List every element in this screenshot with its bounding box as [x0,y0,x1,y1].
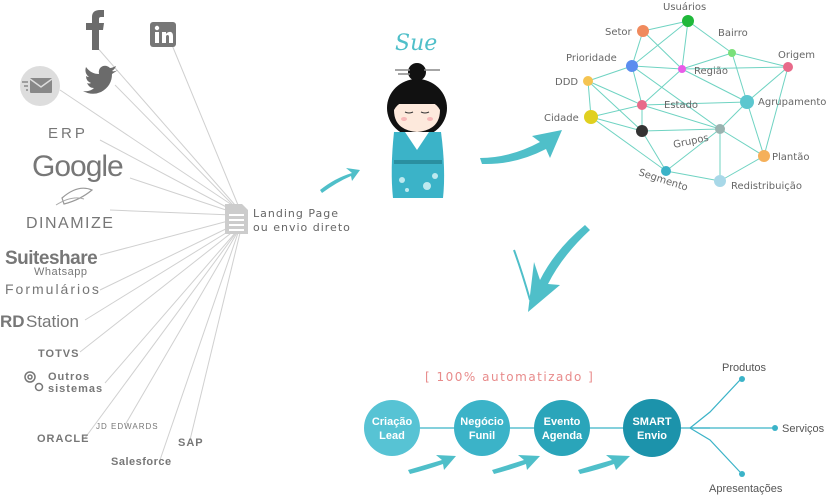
document-icon [225,204,248,234]
label-redistribuicao: Redistribuição [731,181,802,192]
dinamize-logo [55,187,94,206]
label-regiao: Região [694,66,728,77]
flow-arrow-2 [492,455,540,474]
node-setor [637,25,649,37]
step-2-line-1: Negócio [460,416,504,428]
node-origem [783,62,793,72]
sue-name: Sue [395,31,437,56]
step-1-line-2: Lead [379,430,405,442]
source-whatsapp: Whatsapp [34,266,88,278]
label-origem: Origem [778,50,815,61]
arrow-to-sue [320,168,360,193]
output-apresentacoes: Apresentações [709,483,783,495]
network-edges [587,20,789,182]
email-icon [20,66,60,106]
source-oracle: ORACLE [37,433,89,445]
step-1-line-1: Criação [372,416,413,428]
node-regiao [678,65,686,73]
landing-line-2: ou envio direto [253,221,351,234]
source-erp: ERP [48,125,88,142]
output-branches [689,379,773,473]
arrow-down [513,225,590,312]
output-dot-produtos [739,376,745,382]
linkedin-icon [150,22,176,47]
flow-step-negocio-funil: Negócio Funil [454,400,510,456]
source-outros-1: Outros [48,371,90,383]
label-ddd: DDD [555,77,578,88]
step-3-line-2: Agenda [542,430,583,442]
flow-step-evento-agenda: Evento Agenda [534,400,590,456]
gear-icon [24,371,44,392]
node-estado [637,100,647,110]
twitter-icon [83,65,118,94]
node-prioridade [626,60,638,72]
output-produtos: Produtos [722,362,767,374]
node-grupos [715,124,725,134]
step-3-line-1: Evento [544,416,581,428]
network-labels: Usuários Setor Bairro Prioridade Origem … [544,1,826,194]
label-grupos: Grupos [672,133,709,151]
source-formularios: Formulários [5,281,101,297]
source-sap: SAP [178,437,204,449]
node-usuarios [682,15,694,27]
source-rd: RD [0,312,25,331]
sue-character [387,63,447,198]
arrow-to-network [480,130,562,165]
source-jdedwards: JD EDWARDS [96,422,159,431]
label-setor: Setor [605,27,633,38]
output-servicos: Serviços [782,423,825,435]
landing-line-1: Landing Page [253,207,339,220]
node-ddd [583,76,593,86]
source-outros-2: sistemas [48,383,103,395]
flow-step-smart-envio: SMART Envio [623,399,681,457]
node-redistribuicao [714,175,726,187]
flow-step-criacao-lead: Criação Lead [364,400,420,456]
source-dinamize: DINAMIZE [26,215,114,232]
source-google: Google [32,150,123,183]
node-segmento [661,166,671,176]
label-estado: Estado [664,100,698,111]
step-2-line-2: Funil [469,430,495,442]
source-station: Station [26,312,79,331]
automation-label: [ 100% automatizado ] [425,370,594,384]
step-4-line-1: SMART [632,416,671,428]
label-agrupamento: Agrupamento [758,97,826,108]
step-4-line-2: Envio [637,430,667,442]
node-plantao [758,150,770,162]
label-prioridade: Prioridade [566,53,617,64]
label-cidade: Cidade [544,113,579,124]
node-cidade [584,110,598,124]
label-usuarios: Usuários [663,1,706,13]
node-agrupamento [740,95,754,109]
flow-arrow-1 [408,455,456,474]
network-nodes [583,15,793,187]
source-salesforce: Salesforce [111,456,172,468]
label-bairro: Bairro [718,28,748,39]
source-totvs: TOTVS [38,348,79,360]
label-plantao: Plantão [772,152,809,163]
source-connector-lines [59,44,241,461]
output-dot-apresentacoes [739,471,745,477]
output-dot-servicos [772,425,778,431]
flow-arrow-3 [578,455,630,474]
facebook-icon [86,10,104,50]
node-dark [636,125,648,137]
source-suiteshare: Suiteshare [5,248,97,269]
node-bairro [728,49,736,57]
